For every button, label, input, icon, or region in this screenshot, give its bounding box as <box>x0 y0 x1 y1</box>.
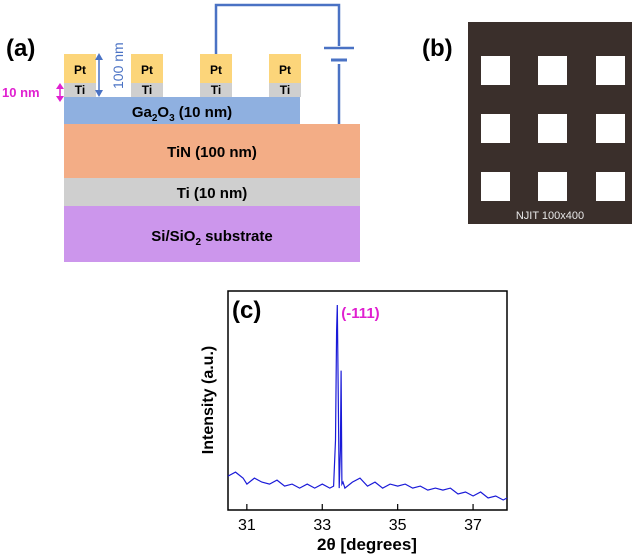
panel-b-label: (b) <box>422 35 453 62</box>
x-tick-label: 31 <box>238 517 256 534</box>
ti-label: Ti <box>75 83 85 97</box>
tin-layer <box>64 124 360 178</box>
ti-pad <box>64 83 96 97</box>
x-tick-label: 33 <box>313 517 331 534</box>
pt-pad <box>269 54 301 83</box>
electrode-4: Pt Ti <box>269 54 301 97</box>
ti-layer <box>64 178 360 206</box>
electrode-2: Pt Ti <box>131 54 163 97</box>
x-axis-label: 2θ [degrees] <box>317 535 417 554</box>
ti-label: Ti <box>211 83 221 97</box>
pt-label: Pt <box>141 63 153 77</box>
thickness-arrow-10nm <box>56 83 64 102</box>
device-pad <box>596 56 625 85</box>
substrate-layer <box>64 206 360 262</box>
device-pad <box>481 172 510 201</box>
device-pad <box>481 114 510 143</box>
circuit-wire <box>214 3 341 124</box>
x-tick-label: 37 <box>464 517 482 534</box>
device-pad <box>538 114 567 143</box>
device-pad <box>481 56 510 85</box>
device-pad <box>538 56 567 85</box>
ti-label: Ti <box>280 83 290 97</box>
tin-layer-label: TiN (100 nm) <box>167 144 257 161</box>
substrate-layer-label: Si/SiO2 substrate <box>151 228 272 248</box>
y-axis-label: Intensity (a.u.) <box>200 346 217 454</box>
pt-pad <box>131 54 163 83</box>
thickness-label-100nm: 100 nm <box>110 42 126 89</box>
electrode-1: Pt Ti <box>64 54 96 97</box>
panel-c-label: (c) <box>232 297 261 324</box>
thickness-label-10nm: 10 nm <box>2 85 40 100</box>
electrode-3: Pt Ti <box>200 54 232 97</box>
battery-icon <box>324 46 354 62</box>
xrd-series-line <box>227 304 508 501</box>
pt-pad <box>64 54 96 83</box>
peak-label: (-111) <box>341 305 379 322</box>
device-pad <box>538 172 567 201</box>
thickness-arrow-100nm <box>95 53 103 97</box>
ti-pad <box>200 83 232 97</box>
plot-frame <box>227 290 508 511</box>
microscope-image: NJIT 100x400 <box>468 22 632 224</box>
pt-pad <box>200 54 232 83</box>
ti-layer-label: Ti (10 nm) <box>177 185 248 202</box>
device-pad <box>596 172 625 201</box>
microscope-caption: NJIT 100x400 <box>516 210 584 222</box>
pt-label: Pt <box>279 63 291 77</box>
pt-label: Pt <box>74 63 86 77</box>
ga2o3-layer-label: Ga2O3 (10 nm) <box>132 104 232 124</box>
ti-pad <box>131 83 163 97</box>
device-pad <box>596 114 625 143</box>
ga2o3-layer <box>64 97 300 124</box>
ti-pad <box>269 83 301 97</box>
x-axis-ticks: 31 33 35 37 <box>238 504 482 534</box>
pt-label: Pt <box>210 63 222 77</box>
x-tick-label: 35 <box>389 517 407 534</box>
ti-label: Ti <box>142 83 152 97</box>
panel-a-label: (a) <box>6 35 35 62</box>
